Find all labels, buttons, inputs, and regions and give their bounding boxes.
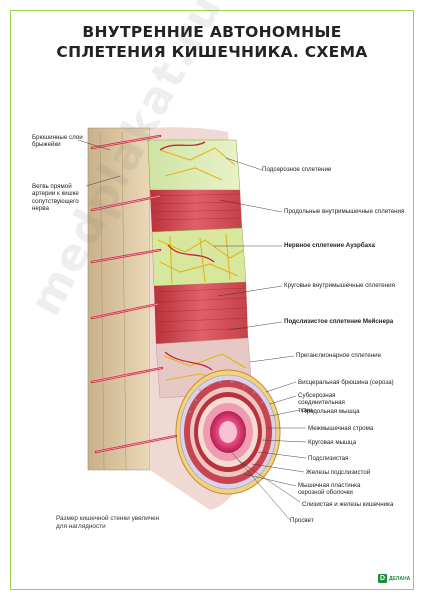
footnote: Размер кишечной стенки увеличен для нагл…	[56, 515, 160, 530]
label-peritoneal: Брюшинные слои брыжейки	[32, 134, 83, 149]
label-circular-muscle: Круговая мышца	[308, 439, 357, 446]
label-mucosa-glands: Слизистая и железы кишечника	[302, 501, 394, 508]
label-visceral-peritoneum: Висцеральная брюшина (сероза)	[298, 379, 394, 386]
label-longitudinal-plexus: Продольные внутримышечные сплетения	[284, 208, 405, 215]
leader-lines	[214, 157, 307, 521]
label-subserous-tissue: Субсерозная соединительная ткань	[298, 392, 345, 414]
label-circular-plexus: Круговые внутримышечные сплетения	[284, 282, 395, 289]
label-submucosa: Подслизистая	[308, 455, 349, 462]
label-preganglionic-plexus: Преганглионарное сплетение	[296, 352, 382, 359]
cross-section	[175, 369, 281, 495]
logo-text: ДЕЛАНА	[389, 575, 411, 582]
page-title: ВНУТРЕННИЕ АВТОНОМНЫЕ СПЛЕТЕНИЯ КИШЕЧНИК…	[0, 22, 424, 62]
label-lumen: Просвет	[290, 517, 314, 524]
logo-icon: D	[378, 574, 387, 583]
title-line-2: СПЛЕТЕНИЯ КИШЕЧНИКА. СХЕМА	[56, 43, 368, 61]
label-muscularis-lamina: Мышечная пластинка серозной оболочки	[298, 482, 361, 497]
label-auerbach-plexus: Нервное сплетение Ауэрбаха	[284, 242, 375, 249]
label-artery-branch: Ветвь прямой артерии к кишке сопутствующ…	[32, 183, 79, 213]
title-line-1: ВНУТРЕННИЕ АВТОНОМНЫЕ	[82, 23, 342, 41]
label-submucosal-glands: Железы подслизистой	[306, 469, 371, 476]
label-longitudinal-muscle: Продольная мышца	[302, 408, 360, 415]
label-intermuscular-stroma: Межмышечная строма	[308, 425, 374, 432]
mesentery	[87, 127, 151, 471]
label-meissner-plexus: Подслизистое сплетение Мейснера	[284, 318, 394, 325]
publisher-logo: D ДЕЛАНА	[378, 574, 410, 583]
label-subserous-plexus: Подсерозное сплетение	[262, 166, 332, 173]
page-frame	[10, 10, 414, 590]
